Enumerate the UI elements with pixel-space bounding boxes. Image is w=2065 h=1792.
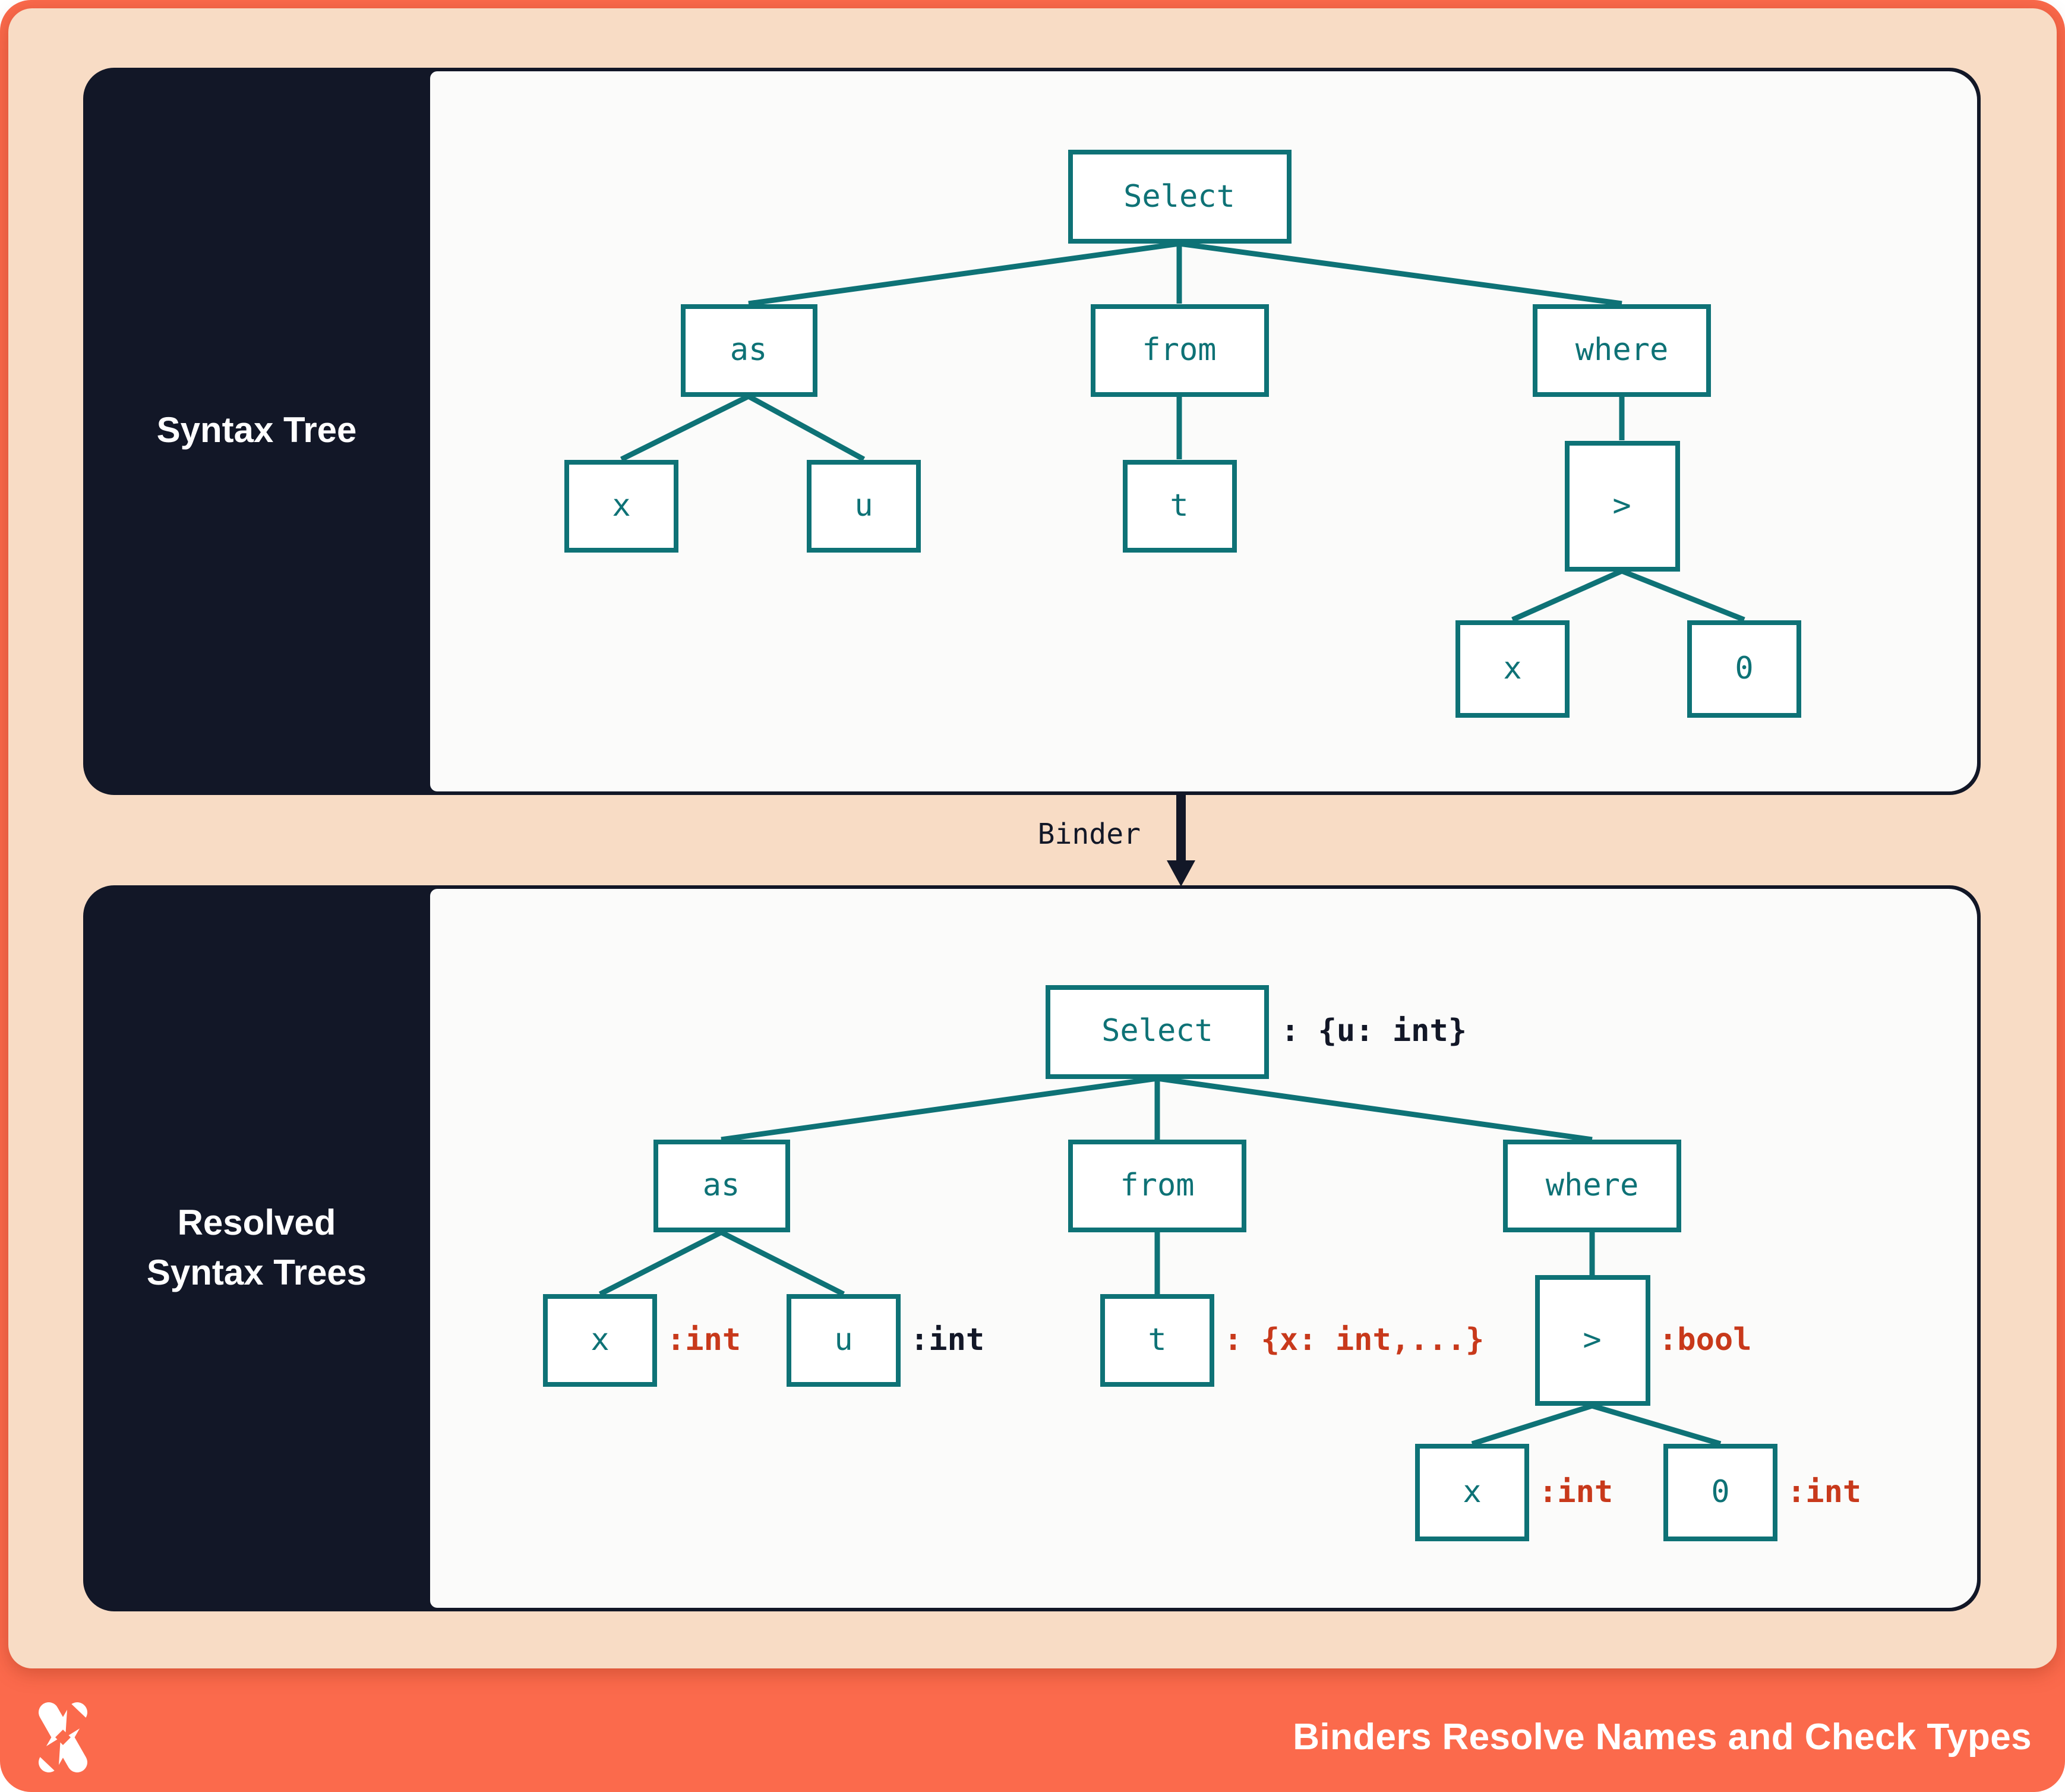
node-x-as-resolved: x — [543, 1294, 657, 1387]
node-t-from-resolved: t — [1100, 1294, 1214, 1387]
type-annotation-x-gt: :int — [1539, 1475, 1614, 1510]
tree-edges — [620, 241, 1745, 623]
node-x-as: x — [564, 459, 678, 552]
node-gt-label: > — [1612, 488, 1631, 523]
node-where-label: where — [1575, 332, 1669, 368]
node-gt: > — [1564, 440, 1679, 571]
node-x-gt-label: x — [1463, 1475, 1482, 1510]
slide-title: Binders Resolve Names and Check Types — [1293, 1716, 2032, 1758]
node-x-as-label: x — [591, 1323, 610, 1358]
node-gt-label: > — [1583, 1323, 1602, 1358]
node-u-as-resolved: u — [787, 1294, 901, 1387]
node-as: as — [680, 304, 817, 396]
node-zero-gt: 0 — [1687, 620, 1801, 717]
binder-arrow-icon — [1167, 795, 1195, 886]
node-from-resolved: from — [1068, 1140, 1246, 1232]
node-where-resolved: where — [1503, 1140, 1681, 1232]
syntax-tree-panel: Syntax Tree Select as from where x u t > — [83, 68, 1981, 795]
resolved-syntax-trees-panel: Resolved Syntax Trees Select : {u: int} … — [83, 885, 1981, 1611]
footer-bar: Binders Resolve Names and Check Types — [0, 1668, 2065, 1792]
node-as-label: as — [730, 332, 768, 368]
type-annotation-gt: :bool — [1659, 1323, 1752, 1358]
node-where-label: where — [1545, 1168, 1639, 1204]
node-x-gt: x — [1455, 620, 1570, 717]
node-x-gt-resolved: x — [1415, 1444, 1529, 1541]
node-as-label: as — [702, 1168, 740, 1204]
resolved-panel-label: Resolved Syntax Trees — [83, 885, 430, 1611]
panel-label-line2: Syntax Trees — [146, 1253, 367, 1292]
node-from-label: from — [1142, 332, 1217, 368]
pinwheel-x-logo-icon — [36, 1700, 90, 1774]
node-t-from-label: t — [1148, 1323, 1167, 1358]
syntax-tree-panel-label: Syntax Tree — [83, 68, 430, 795]
syntax-tree-diagram: Select as from where x u t > x 0 — [430, 71, 1977, 791]
type-annotation-x-as: :int — [667, 1323, 741, 1358]
node-select-resolved: Select — [1046, 985, 1269, 1078]
panel-label-text: Syntax Tree — [156, 411, 357, 450]
node-where: where — [1533, 304, 1711, 396]
type-annotation-zero: :int — [1787, 1475, 1862, 1510]
binder-label: Binder — [1037, 818, 1141, 851]
panel-label-line1: Resolved — [177, 1203, 336, 1242]
node-from-label: from — [1120, 1168, 1195, 1204]
node-as-resolved: as — [653, 1140, 790, 1232]
node-u-as-label: u — [854, 488, 873, 523]
tree-edges — [598, 1075, 1722, 1447]
node-select: Select — [1068, 150, 1291, 244]
node-x-as-label: x — [612, 488, 631, 523]
type-annotation-t: : {x: int,...} — [1224, 1323, 1485, 1358]
node-zero-gt-label: 0 — [1735, 651, 1754, 686]
node-u-as-label: u — [834, 1323, 853, 1358]
type-annotation-select: : {u: int} — [1281, 1014, 1467, 1049]
node-from: from — [1090, 304, 1268, 396]
node-u-as: u — [807, 459, 921, 552]
node-gt-resolved: > — [1534, 1275, 1650, 1406]
node-select-label: Select — [1101, 1014, 1213, 1049]
node-zero-gt-resolved: 0 — [1663, 1444, 1777, 1541]
node-x-gt-label: x — [1503, 651, 1522, 686]
node-t-from: t — [1122, 459, 1236, 552]
node-zero-gt-label: 0 — [1711, 1475, 1730, 1510]
node-t-from-label: t — [1170, 488, 1189, 523]
resolved-tree-diagram: Select : {u: int} as from where x :int u… — [430, 889, 1977, 1608]
node-select-label: Select — [1123, 179, 1235, 214]
type-annotation-u-as: :int — [910, 1323, 985, 1358]
